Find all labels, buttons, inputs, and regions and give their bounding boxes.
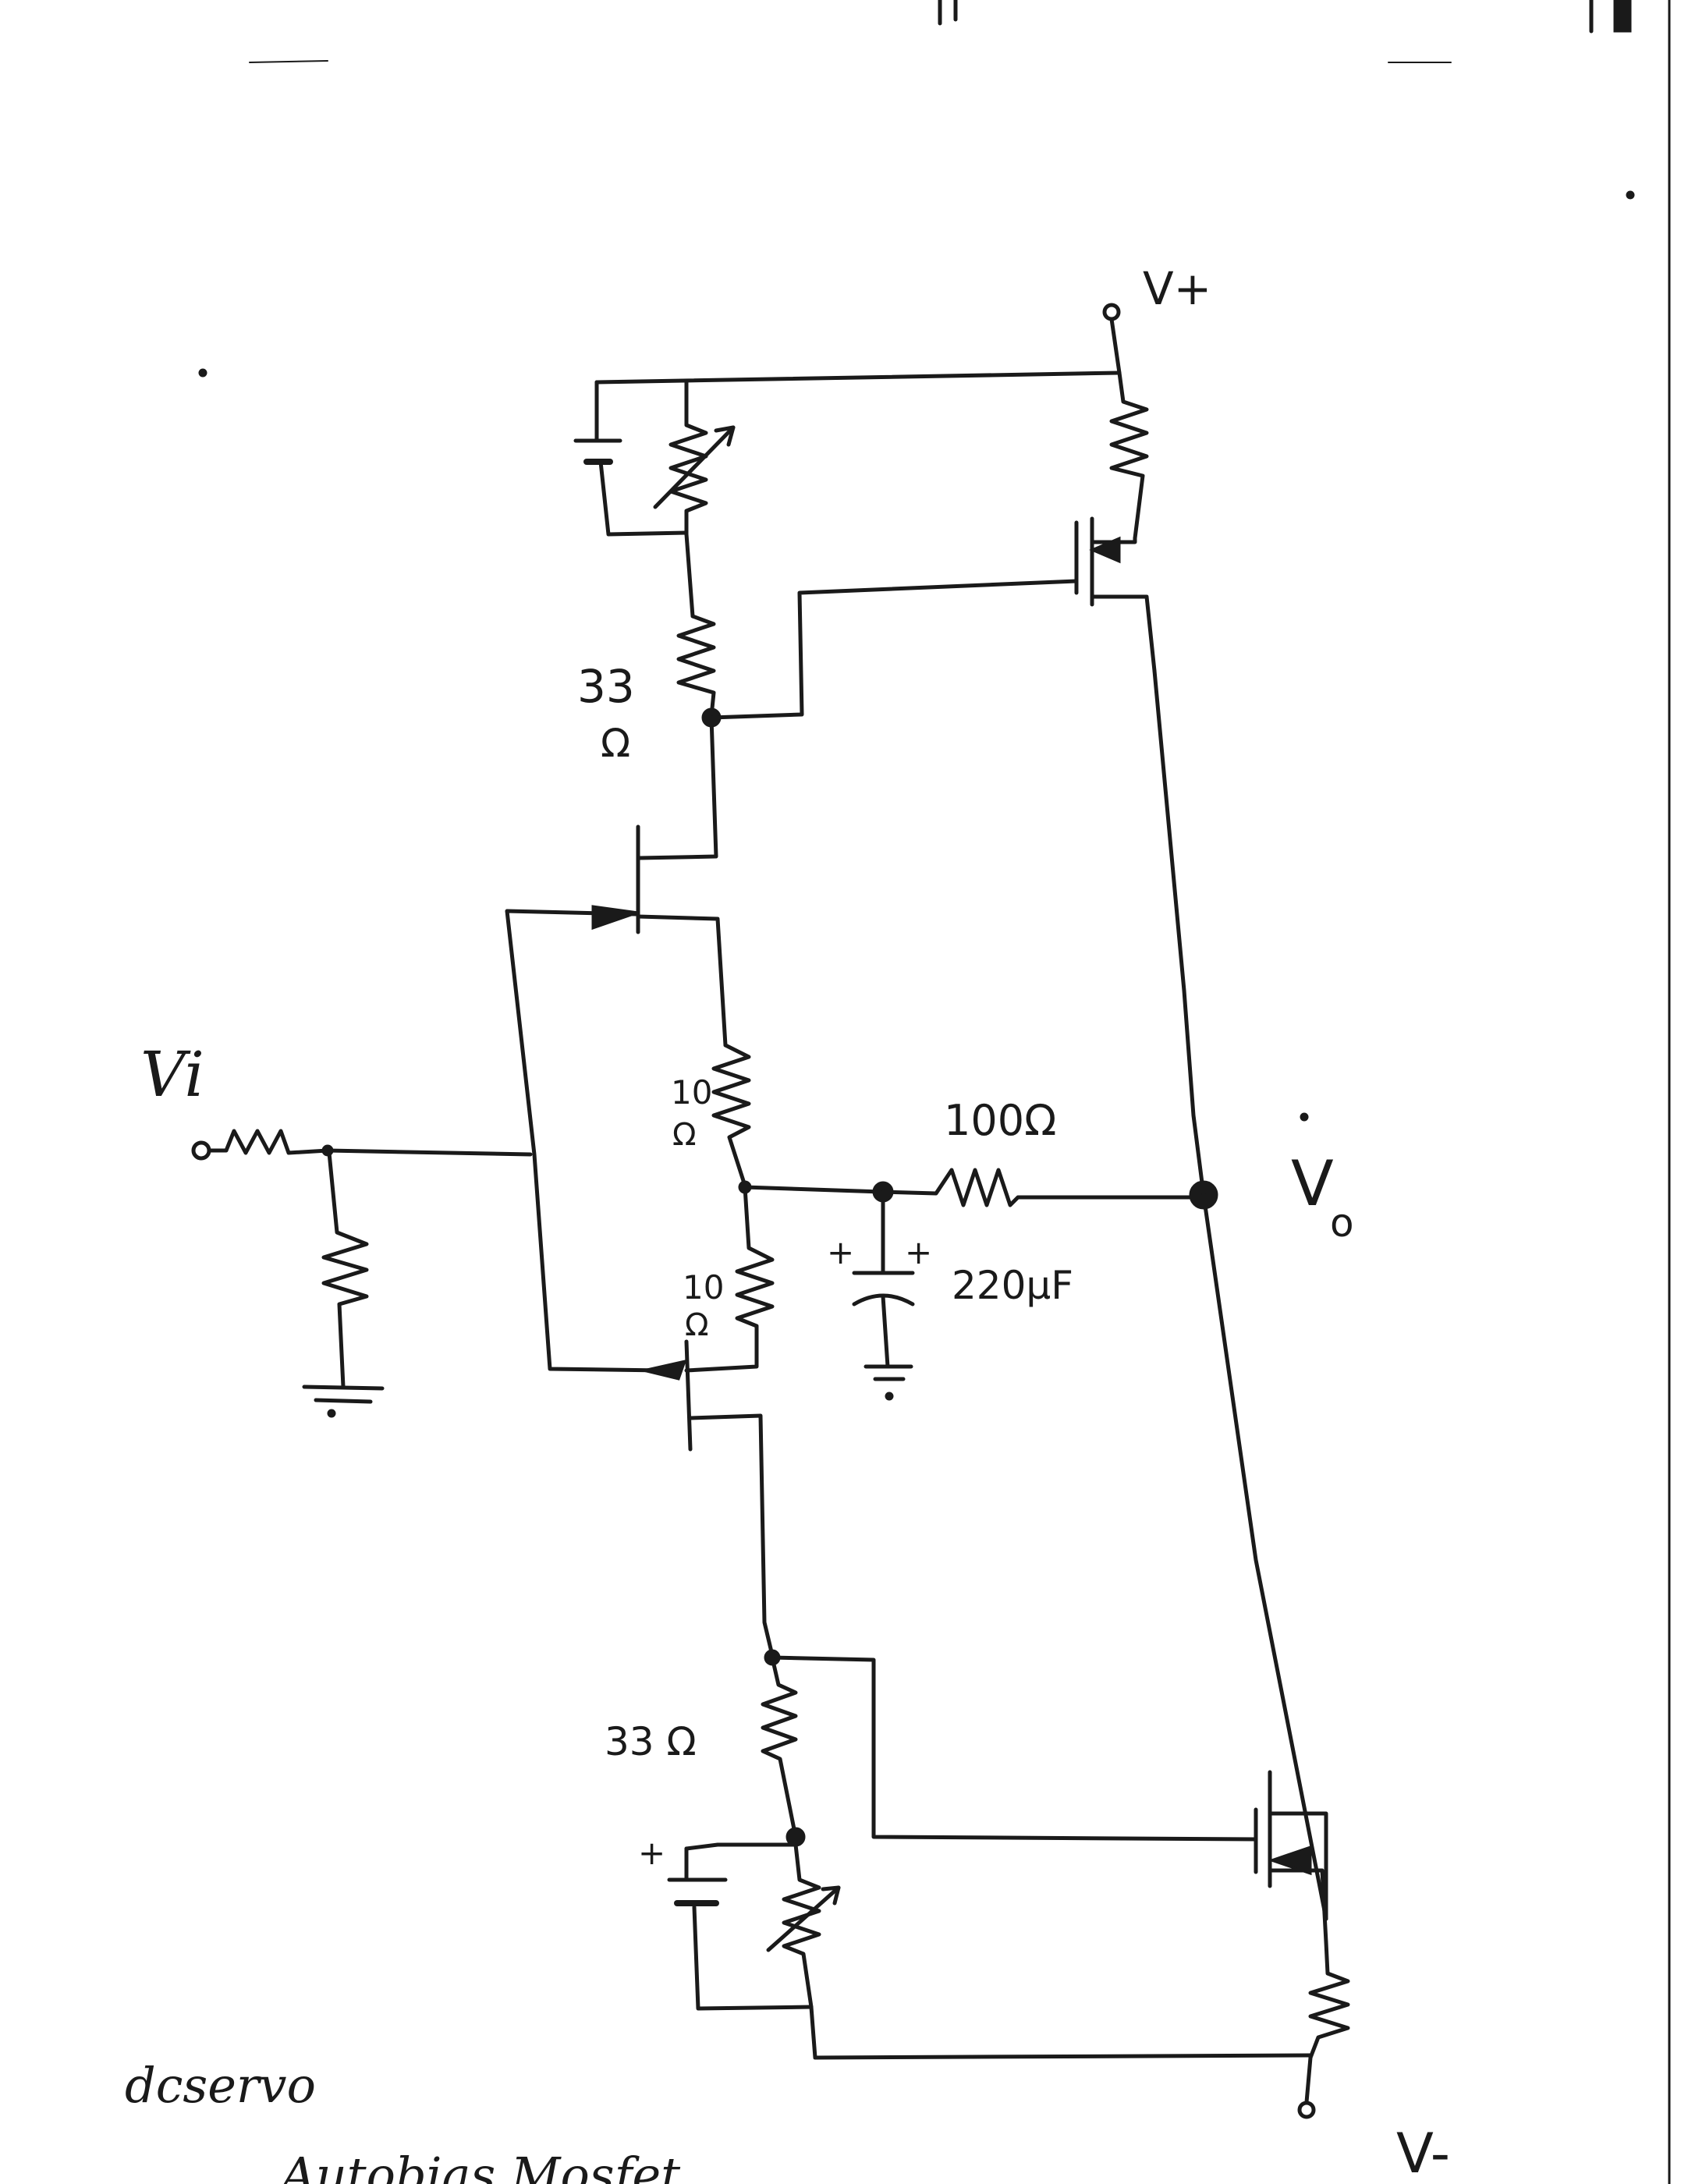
bottom-source-resistor-value: 10 <box>683 1268 724 1306</box>
feedback-resistor-value: 100Ω <box>944 1096 1056 1145</box>
input-shunt-resistor <box>302 1150 385 1418</box>
input-terminal <box>191 1129 533 1161</box>
top-output-mosfet <box>1074 516 1157 673</box>
output-rail-bottom <box>1201 1193 1328 1921</box>
vminus-label: V- <box>1396 2122 1450 2184</box>
vout-dot <box>1300 1112 1309 1122</box>
cap-plus-left: + <box>827 1233 854 1271</box>
top-drain-resistor <box>1109 370 1149 541</box>
top-trimmer-resistor <box>653 380 736 537</box>
bottom-drain-resistor <box>1308 1940 1350 2060</box>
top-bias-battery <box>573 380 689 537</box>
top-source-resistor <box>711 1043 751 1188</box>
top-jfet <box>591 824 640 934</box>
vplus-terminal <box>1102 303 1122 375</box>
mid-to-cap-wire <box>743 1185 884 1194</box>
bottom-source-resistor-unit: Ω <box>685 1307 709 1343</box>
bottom-battery-plus: + <box>638 1834 665 1872</box>
top-gate-resistor-unit: Ω <box>601 721 630 766</box>
top-gate-wire <box>709 579 1079 720</box>
top-source-resistor-value: 10 <box>671 1073 712 1112</box>
top-source-resistor-unit: Ω <box>672 1117 697 1153</box>
servo-capacitor <box>852 1190 915 1401</box>
bottom-gate-wire <box>770 1655 1258 1842</box>
bottom-jfet <box>643 1339 775 1658</box>
bottom-rail-wire <box>809 2005 1313 2060</box>
scan-edge-marks <box>198 0 1671 2184</box>
vminus-terminal <box>1297 2055 1316 2119</box>
note-line-1: dcservo <box>125 2057 316 2114</box>
vout-label: V <box>1291 1147 1334 1220</box>
cap-value: 220μF <box>952 1263 1073 1308</box>
output-rail-top <box>1152 668 1206 1197</box>
note-line-2: Autobias Mosfet <box>277 2147 680 2184</box>
bottom-gate-resistor <box>761 1655 798 1839</box>
vin-label: Vi <box>140 1038 204 1111</box>
cap-plus-right: + <box>905 1233 932 1271</box>
bottom-output-mosfet <box>1254 1770 1328 1945</box>
bottom-gate-resistor-label: 33 Ω <box>605 1719 697 1764</box>
vplus-label: V+ <box>1143 262 1211 315</box>
top-rail-wire <box>594 370 1122 385</box>
bottom-source-resistor <box>684 1185 775 1373</box>
top-gate-resistor <box>676 532 716 718</box>
top-gate-resistor-value: 33 <box>577 660 635 713</box>
bottom-trimmer-resistor <box>766 1842 841 2009</box>
feedback-resistor <box>881 1168 1204 1207</box>
gate-bus-wire <box>505 909 665 1373</box>
top-source-wire <box>636 914 728 1048</box>
vout-subscript: o <box>1330 1200 1354 1246</box>
top-jfet-drain-wire <box>637 715 718 860</box>
bottom-bias-battery <box>667 1842 814 2011</box>
